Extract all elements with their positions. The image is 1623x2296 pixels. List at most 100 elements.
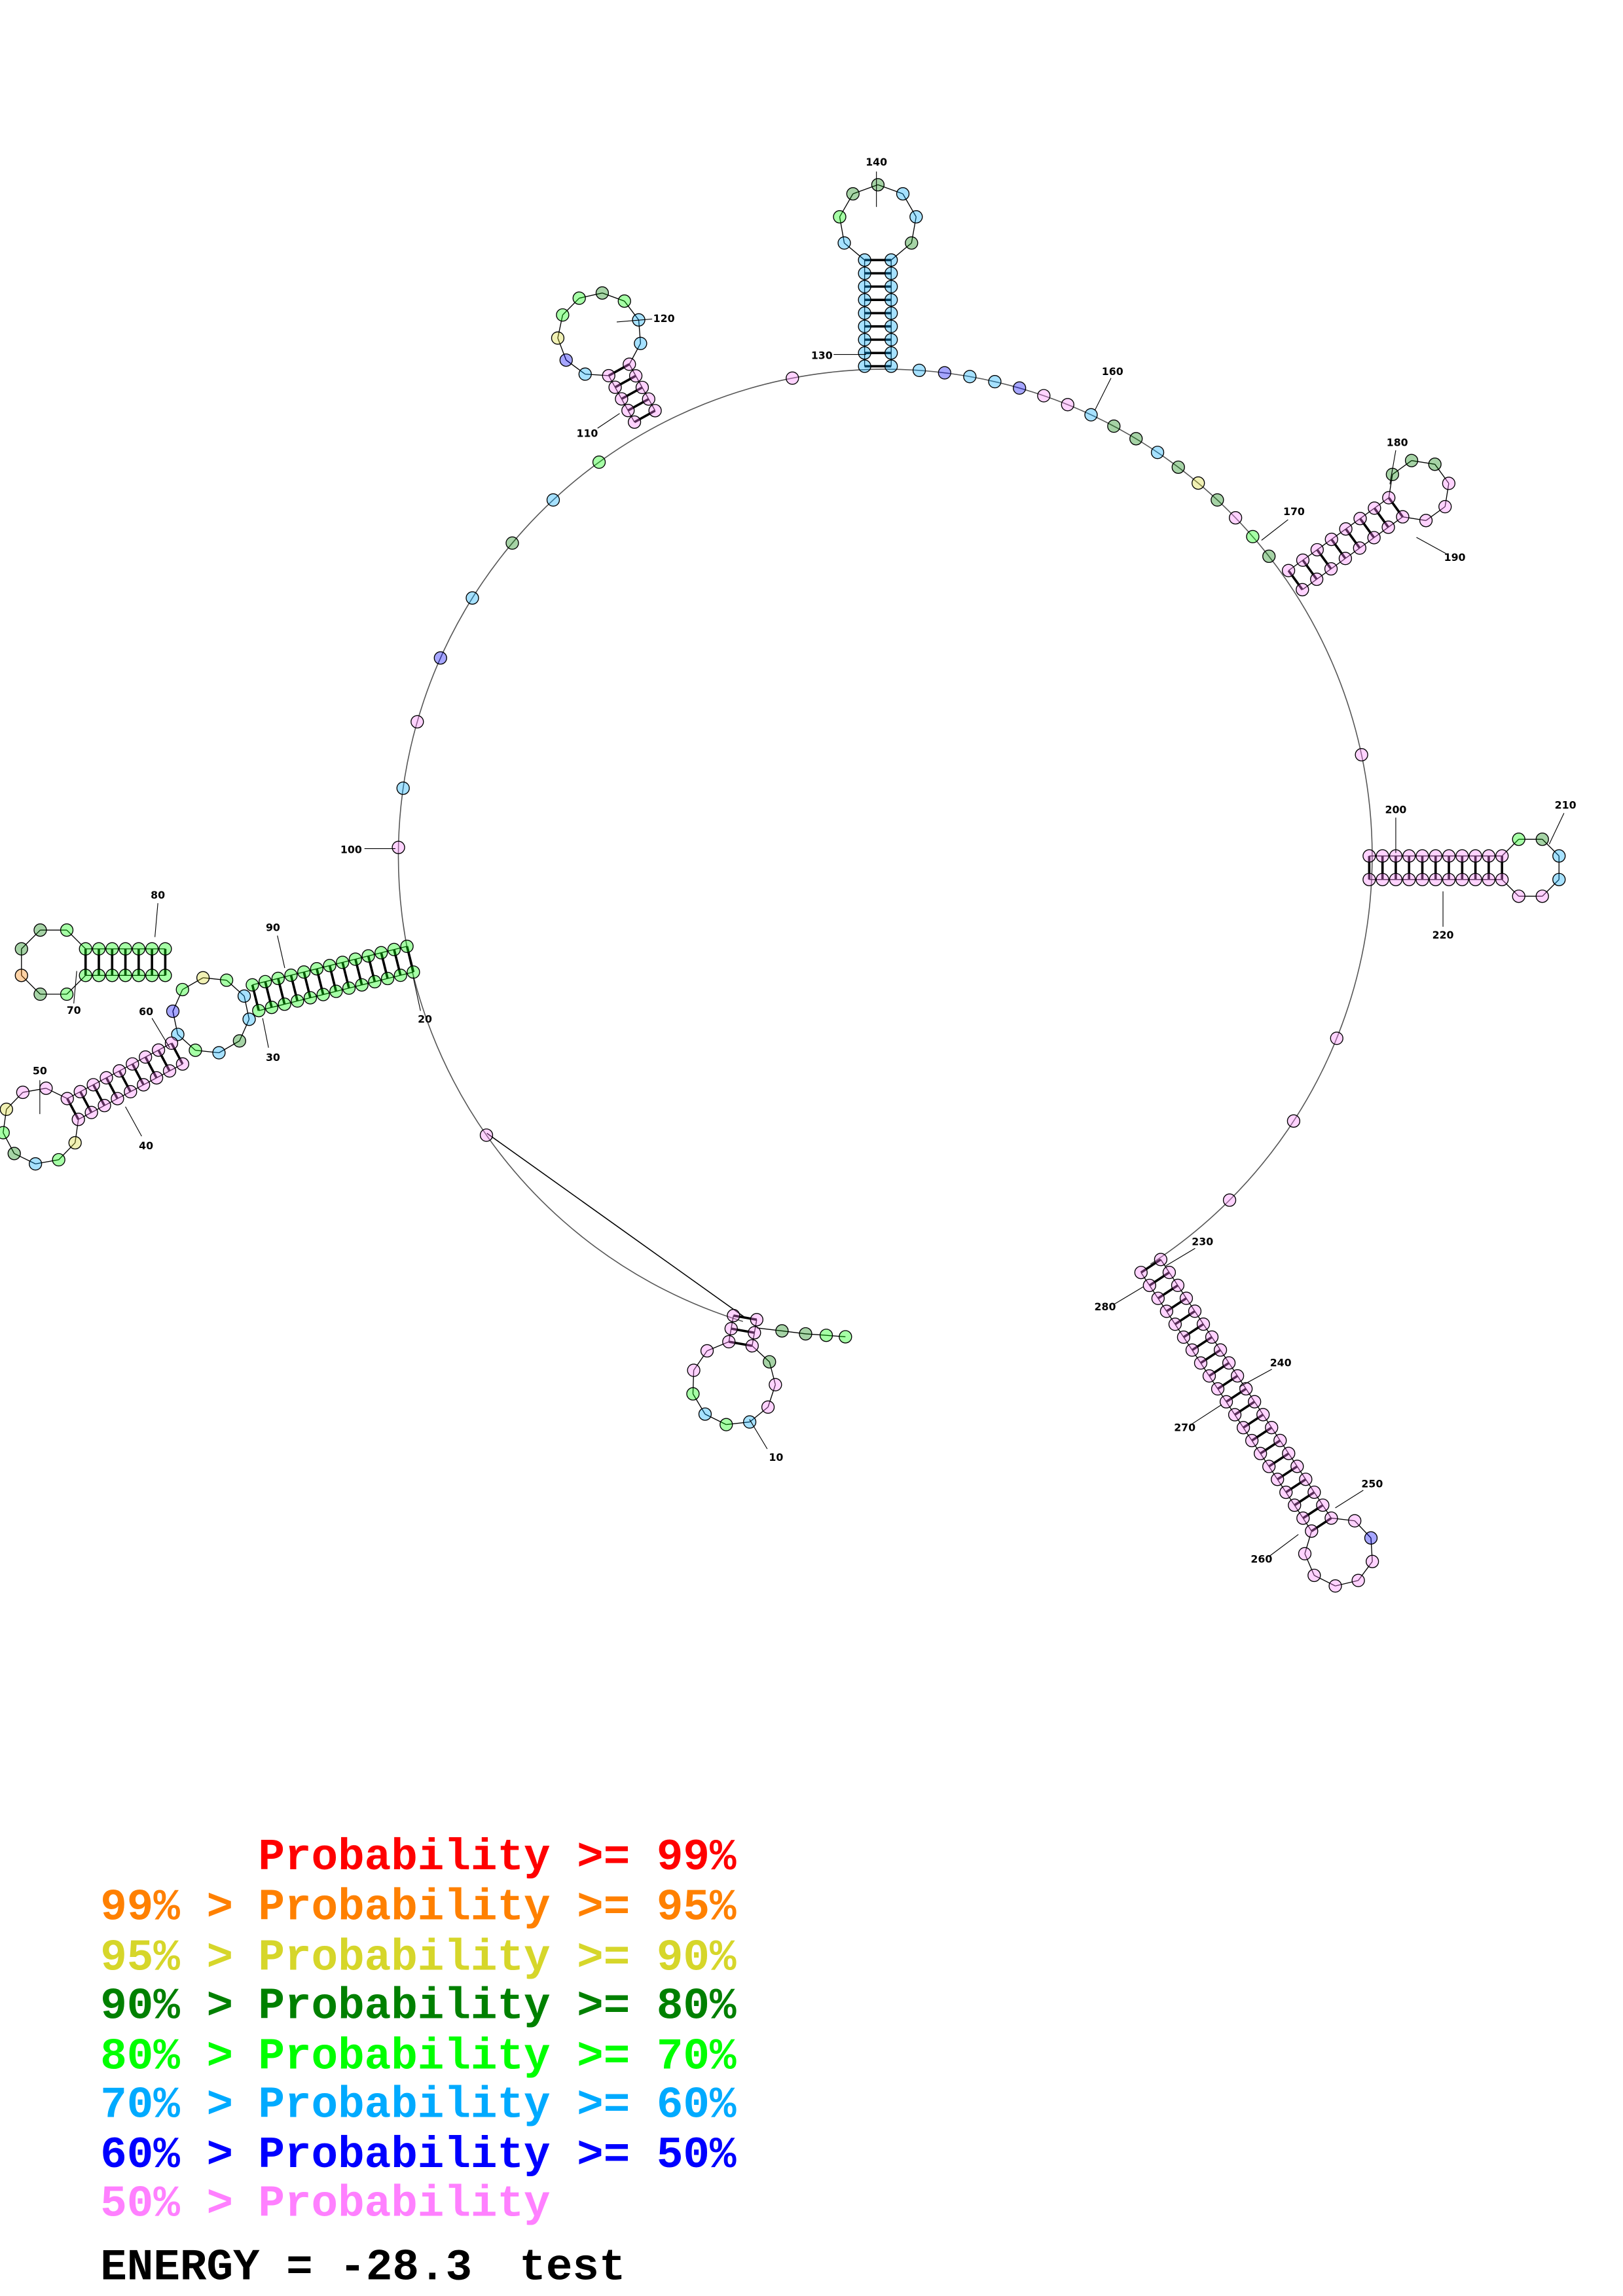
backbone-segment (1370, 1537, 1373, 1562)
position-label: 220 (1432, 929, 1454, 941)
nucleotide (1211, 1382, 1225, 1396)
nucleotide (858, 279, 871, 294)
nucleotide (1348, 1514, 1362, 1528)
base-pair-bond (66, 1098, 80, 1121)
nucleotide (1159, 1304, 1174, 1318)
backbone-segment (219, 1040, 240, 1054)
base-pair-bond (1287, 569, 1304, 590)
nucleotide (396, 781, 410, 795)
backbone-segment (1317, 539, 1332, 550)
backbone-segment (1374, 527, 1389, 539)
backbone-segment (1211, 1336, 1221, 1351)
base-pair-bond (728, 1340, 753, 1348)
nucleotide (1176, 1330, 1191, 1344)
nucleotide (1351, 1573, 1365, 1587)
nucleotide (1482, 872, 1496, 886)
nucleotide (750, 1313, 763, 1327)
nucleotide (1254, 1446, 1267, 1460)
base-pair-bond (251, 984, 261, 1011)
nucleotide (819, 1329, 833, 1342)
backbone-segment (1220, 1350, 1230, 1363)
nucleotide (896, 187, 910, 201)
legend-text: Probability (258, 2180, 550, 2230)
backbone-segment (156, 1070, 170, 1079)
nucleotide (1296, 1511, 1310, 1525)
nucleotide (407, 965, 420, 979)
backbone-segment (1158, 1298, 1167, 1312)
nucleotide (60, 923, 74, 937)
backbone (3, 184, 1559, 1587)
nucleotide (329, 984, 343, 998)
nucleotide (1455, 849, 1469, 863)
backbone-segment (1296, 1466, 1306, 1480)
nucleotide (1512, 833, 1525, 846)
position-label: 280 (1095, 1300, 1116, 1313)
nucleotide (786, 371, 799, 385)
backbone-segment (117, 1091, 131, 1100)
nucleotide (374, 946, 388, 960)
nucleotide (1171, 1278, 1185, 1293)
nucleotide (1324, 562, 1338, 576)
nucleotide (303, 991, 318, 1005)
position-label: 60 (139, 1005, 153, 1018)
backbone-segment (726, 1421, 750, 1426)
nucleotide (7, 1147, 21, 1160)
base-pair-bond (1234, 1401, 1256, 1416)
position-label: 130 (811, 349, 833, 361)
nucleotide (392, 840, 405, 854)
nucleotide (602, 368, 615, 383)
nucleotide (1194, 1356, 1208, 1370)
nucleotide (1296, 553, 1310, 567)
nucleotide (1246, 529, 1260, 544)
backbone-segment (172, 1011, 179, 1035)
nucleotide (1150, 446, 1165, 459)
backbone-segment (562, 298, 580, 315)
nucleotide (297, 965, 311, 979)
nucleotide (1396, 510, 1410, 524)
nucleotide (1428, 457, 1442, 471)
base-pair-bond (1316, 548, 1332, 570)
backbone-segment (35, 1159, 59, 1164)
legend-prefix: 95% > (100, 1933, 233, 1983)
backbone-segment (621, 399, 629, 411)
nucleotide (79, 942, 92, 956)
nucleotide (271, 971, 285, 986)
base-pair-bond (621, 386, 643, 401)
nucleotide (342, 981, 356, 995)
nucleotide (761, 1400, 775, 1414)
nucleotide (1084, 408, 1098, 422)
backbone-segment (1194, 1311, 1204, 1325)
nucleotide (1213, 1343, 1228, 1357)
backbone-segment (1434, 463, 1450, 484)
backbone-segment (91, 1105, 105, 1113)
backbone-segment (1331, 528, 1347, 540)
nucleotide (884, 293, 898, 307)
nucleotide (1310, 572, 1324, 586)
backbone-segment (1262, 1414, 1272, 1428)
backbone-segment (911, 217, 917, 243)
position-label: 190 (1444, 551, 1466, 564)
backbone-segment (852, 184, 879, 194)
nucleotide (1202, 1369, 1216, 1383)
nucleotide (119, 969, 132, 982)
base-pair-bond (733, 1314, 757, 1321)
base-pair-bond (1302, 1504, 1324, 1520)
backbone-segment (826, 1335, 846, 1338)
nucleotide (149, 1071, 164, 1085)
backbone-segment (1175, 1323, 1184, 1338)
nucleotide (763, 1355, 776, 1369)
position-label: 50 (33, 1064, 47, 1077)
nucleotide (833, 210, 847, 224)
backbone-segment (6, 1092, 24, 1110)
nucleotide (92, 969, 106, 982)
backbone-segment (890, 242, 912, 260)
nucleotide (837, 236, 851, 250)
backbone-segment (752, 1345, 770, 1363)
backbone-segment (1260, 1453, 1269, 1467)
position-label: 170 (1283, 505, 1305, 518)
nucleotide (1402, 872, 1416, 886)
nucleotide (884, 279, 898, 294)
nucleotide (1228, 1408, 1242, 1422)
backbone-segment (1186, 1298, 1195, 1312)
